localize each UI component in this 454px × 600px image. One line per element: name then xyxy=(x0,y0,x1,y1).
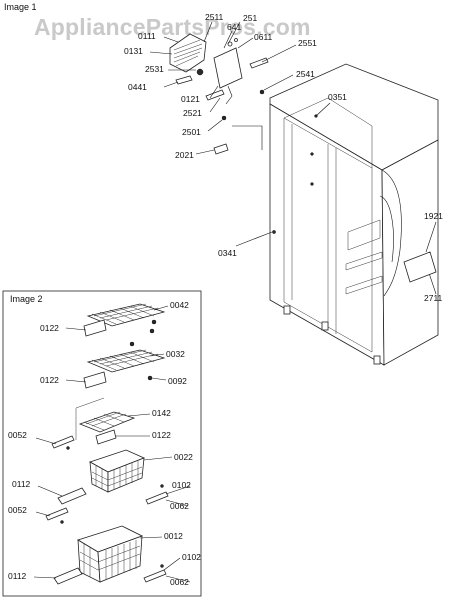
rail-cover-upper xyxy=(57,487,87,505)
part-label: 0022 xyxy=(174,452,193,462)
panel2-leader-lines xyxy=(33,305,191,583)
wire-shelf-small xyxy=(75,397,136,445)
part-label: 0122 xyxy=(152,430,171,440)
part-label: 0032 xyxy=(166,349,185,359)
part-label: 0122 xyxy=(40,323,59,333)
part-label: 0341 xyxy=(218,248,237,258)
part-label: 0441 xyxy=(128,82,147,92)
part-label: 0121 xyxy=(181,94,200,104)
part-label: 2551 xyxy=(298,38,317,48)
rail-screw xyxy=(160,564,164,568)
part-label: 0042 xyxy=(170,300,189,310)
rail-cover-lower xyxy=(53,567,83,585)
slide-rail-left-lower xyxy=(45,507,69,521)
refrigerator-cabinet xyxy=(259,63,439,366)
panel1-leader-lines xyxy=(149,21,437,295)
rail-screw xyxy=(60,520,64,524)
part-label: 0351 xyxy=(328,92,347,102)
part-label: 0102 xyxy=(172,480,191,490)
part-label: 2021 xyxy=(175,150,194,160)
part-label: 0111 xyxy=(138,31,156,41)
part-label: 251 xyxy=(243,13,257,23)
part-label: 1921 xyxy=(424,211,443,221)
watermark: AppliancePartsPros.com xyxy=(34,14,311,40)
wire-basket-upper xyxy=(89,449,146,493)
part-label: 0062 xyxy=(170,577,189,587)
part-label: 0092 xyxy=(168,376,187,386)
slide-rail-right-lower xyxy=(143,569,167,583)
part-label: 0131 xyxy=(124,46,143,56)
part-label: 0012 xyxy=(164,531,183,541)
fan-motor-assembly xyxy=(169,33,269,155)
part-label: 0611 xyxy=(254,32,273,42)
wire-shelf-top xyxy=(83,303,166,337)
panel2-frame xyxy=(2,290,202,597)
part-label: 2531 xyxy=(145,64,164,74)
part-label: 2521 xyxy=(183,108,202,118)
panel2-labels: 0042 0122 0032 0122 0092 0142 0052 0122 … xyxy=(8,300,201,587)
rail-screw xyxy=(66,446,70,450)
part-label: 0102 xyxy=(182,552,201,562)
slide-rail-right-upper xyxy=(145,491,169,505)
filter-bracket xyxy=(403,251,437,283)
rail-screw xyxy=(160,484,164,488)
part-label: 0122 xyxy=(40,375,59,385)
part-label: 2711 xyxy=(424,293,443,303)
part-label: 0112 xyxy=(8,571,27,581)
panel2-title: Image 2 xyxy=(10,294,43,304)
part-label: 0052 xyxy=(8,505,27,515)
part-label: 2511 xyxy=(205,12,224,22)
panel1-title: Image 1 xyxy=(4,2,37,12)
part-label: 641 xyxy=(227,22,241,32)
part-label: 0052 xyxy=(8,430,27,440)
part-label: 0142 xyxy=(152,408,171,418)
part-label: 0112 xyxy=(12,479,31,489)
part-label: 2541 xyxy=(296,69,315,79)
wire-basket-lower xyxy=(77,525,144,583)
panel1-labels: 0111 2511 251 641 0611 0131 2531 2551 04… xyxy=(124,12,443,303)
part-label: 0062 xyxy=(170,501,189,511)
part-label: 2501 xyxy=(182,127,201,137)
slide-rail-left-upper xyxy=(51,435,75,449)
wire-shelf-middle xyxy=(83,341,166,389)
